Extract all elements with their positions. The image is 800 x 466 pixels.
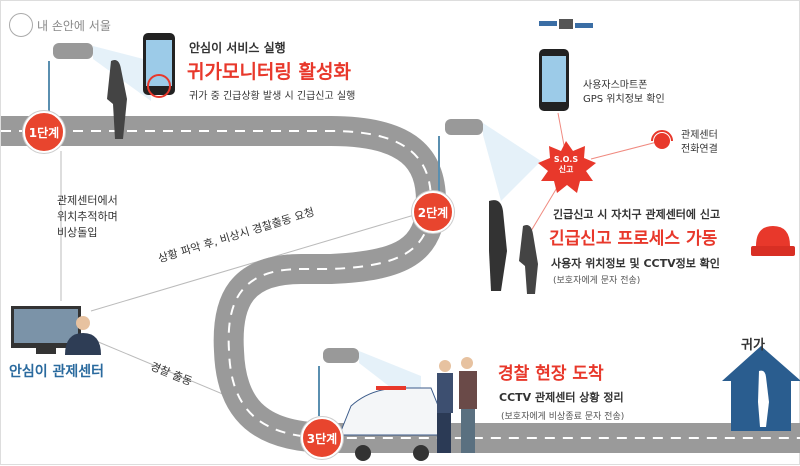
- call-line1: 관제센터: [681, 130, 718, 141]
- step2-title: 긴급신고 프로세스 가동: [549, 229, 718, 249]
- home-label: 귀가: [741, 338, 765, 353]
- stage-1-badge: 1단계: [23, 111, 65, 153]
- thief-figure: [489, 200, 507, 291]
- step1-line2: 귀가 중 긴급상황 발생 시 긴급신고 실행: [189, 91, 356, 102]
- step3-line2: CCTV 관제센터 상황 정리: [499, 391, 624, 404]
- step3-note: (보호자에게 비상종료 문자 전송): [501, 412, 625, 422]
- seoul-logo-mark: [9, 13, 33, 37]
- suspect-figure: [459, 357, 477, 453]
- gps-text: 사용자스마트폰 GPS 위치정보 확인: [583, 79, 665, 107]
- road-centerline: [1, 130, 800, 439]
- siren-icon: [751, 226, 795, 256]
- track-line: 비상돌입: [57, 226, 98, 239]
- woman-silhouette: [519, 225, 538, 294]
- satellite-icon: [539, 19, 593, 29]
- connector-line: [590, 140, 662, 160]
- police-car-icon: [340, 386, 442, 461]
- gps-line2: GPS 위치정보 확인: [583, 94, 665, 105]
- gps-line1: 사용자스마트폰: [583, 80, 648, 91]
- sos-line2: 신고: [558, 165, 574, 174]
- sos-burst: [538, 141, 596, 193]
- connector-line: [530, 180, 562, 232]
- logo-text: 내 손안에 서울: [37, 18, 111, 33]
- police-officer-figure: [437, 360, 453, 453]
- track-line: 관제센터에서: [57, 194, 118, 207]
- home-icon: [722, 346, 800, 431]
- smartphone-icon: [143, 33, 175, 98]
- track-line: 위치추적하며: [57, 210, 118, 223]
- seoul-logo: 내 손안에 서울: [9, 13, 111, 37]
- smartphone-icon: [539, 49, 569, 111]
- stage-2-badge: 2단계: [412, 191, 454, 233]
- woman-silhouette: [107, 60, 127, 139]
- step2-line2: 사용자 위치정보 및 CCTV정보 확인: [551, 257, 720, 270]
- headset-icon: [651, 130, 673, 149]
- sos-line1: S.O.S: [553, 155, 579, 164]
- step1-title: 귀가모니터링 활성화: [187, 61, 351, 83]
- step1-line1: 안심이 서비스 실행: [189, 41, 286, 55]
- cctv-camera-icon: [48, 43, 151, 116]
- operator-figure: [65, 316, 101, 355]
- cctv-camera-icon: [438, 119, 541, 201]
- step2-line1: 긴급신고 시 자치구 관제센터에 신고: [553, 208, 721, 221]
- stage-3-badge: 3단계: [301, 417, 343, 459]
- step3-title: 경찰 현장 도착: [498, 364, 604, 384]
- call-line2: 전화연결: [681, 144, 718, 155]
- step2-note: (보호자에게 문자 전송): [553, 276, 641, 286]
- control-center-label: 안심이 관제센터: [9, 364, 105, 380]
